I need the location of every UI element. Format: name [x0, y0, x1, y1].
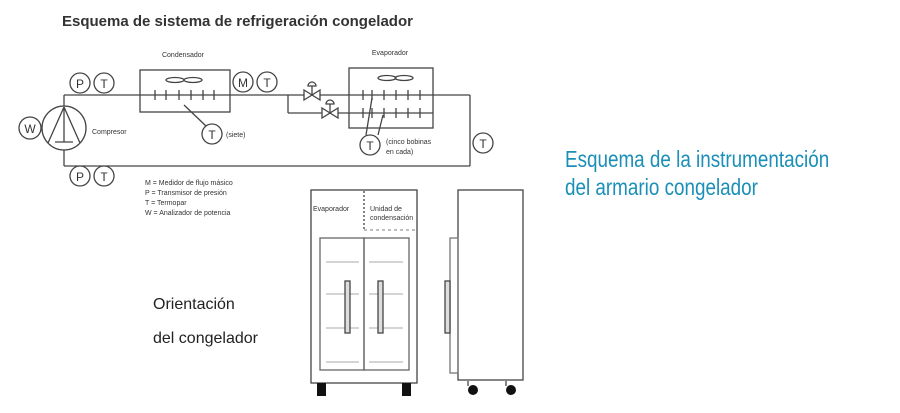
t-five-note-1: (cinco bobinas — [386, 139, 432, 146]
svg-text:T: T — [263, 76, 271, 90]
sensor-t-evaporator: T — [359, 134, 381, 156]
sensor-w: W — [18, 116, 42, 140]
legend-item: P = Transmisor de presión — [145, 190, 227, 197]
expansion-valve-2 — [321, 99, 339, 120]
freezer-condensing-label-2: condensación — [370, 215, 413, 222]
legend-item: T = Termopar — [145, 200, 187, 207]
svg-text:W: W — [24, 122, 36, 136]
sensor-t-bottom: T — [93, 165, 115, 187]
compressor-symbol — [41, 105, 87, 151]
t-five-note-2: en cada) — [386, 149, 413, 156]
condenser-label: Condensador — [162, 52, 205, 59]
caption-line-2: del armario congelador — [565, 174, 758, 200]
orientation-line-2: del congelador — [153, 330, 258, 347]
legend-item: W = Analizador de potencia — [145, 210, 231, 217]
diagram-title: Esquema de sistema de refrigeración cong… — [62, 13, 413, 30]
svg-text:T: T — [100, 77, 108, 91]
compressor-label: Compresor — [92, 129, 127, 136]
sensor-t-ambient: T — [472, 132, 494, 154]
freezer-condensing-label-1: Unidad de — [370, 206, 402, 213]
legend-item: M = Medidor de flujo másico — [145, 180, 233, 187]
svg-text:P: P — [76, 77, 84, 91]
svg-text:T: T — [366, 139, 374, 153]
expansion-valve-1 — [303, 81, 321, 102]
sensor-m: M — [232, 71, 254, 93]
svg-text:T: T — [208, 128, 216, 142]
svg-text:P: P — [76, 170, 84, 184]
legend: M = Medidor de flujo másico P = Transmis… — [145, 180, 233, 217]
sensor-t-top: T — [93, 72, 115, 94]
freezer-side-view — [444, 189, 524, 395]
orientation-line-1: Orientación — [153, 296, 235, 313]
sensor-t-mid: T — [256, 71, 278, 93]
t-seven-note: (siete) — [226, 132, 245, 139]
svg-text:T: T — [100, 170, 108, 184]
caption-line-1: Esquema de la instrumentación — [565, 146, 830, 172]
sensor-p-bottom: P — [69, 165, 91, 187]
freezer-front-view — [310, 189, 418, 396]
sensor-p-top: P — [69, 72, 91, 94]
sensor-t-condenser: T — [201, 123, 223, 145]
svg-text:M: M — [238, 76, 248, 90]
freezer-evaporator-label: Evaporador — [313, 206, 350, 213]
svg-text:T: T — [479, 137, 487, 151]
evaporator-label: Evaporador — [372, 50, 409, 57]
evaporator-box — [348, 67, 434, 136]
condenser-box — [139, 69, 231, 127]
